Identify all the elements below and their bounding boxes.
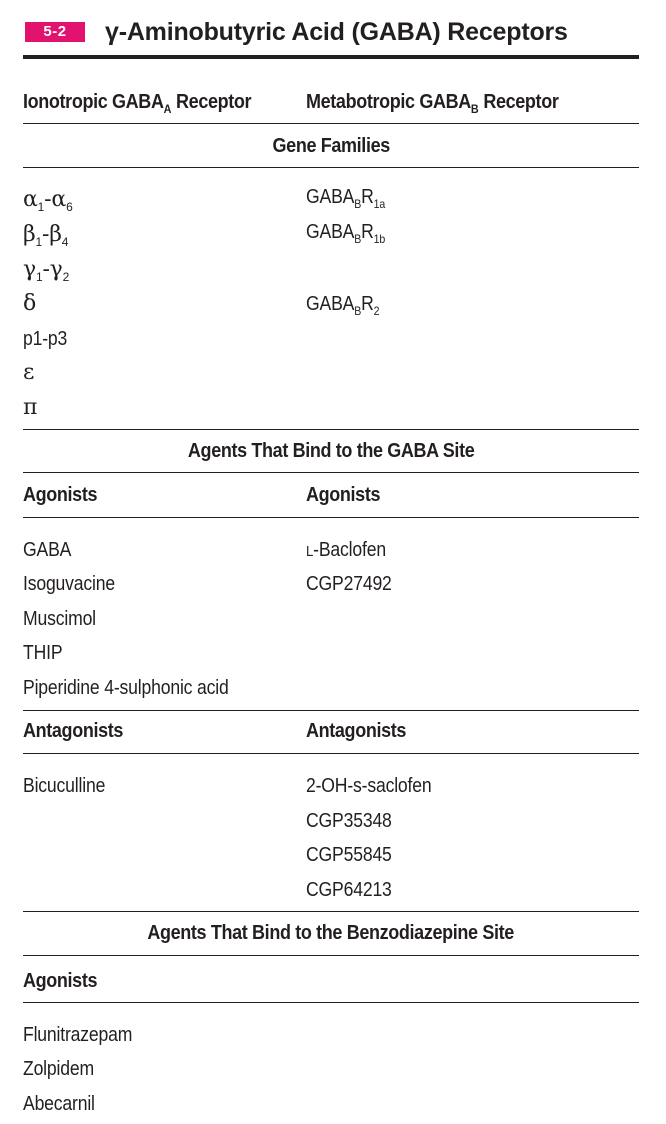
subunit-pi: π xyxy=(23,395,38,420)
subunit-gamma: γ1-γ2 xyxy=(23,257,70,284)
subunit-epsilon: ε xyxy=(23,360,35,385)
column-header-metabotropic: Metabotropic GABAB Receptor xyxy=(306,91,559,116)
subunit-beta: β1-β4 xyxy=(23,222,69,249)
agonists-header-ionotropic: Agonists xyxy=(23,484,98,506)
benzo-agonist-item: Zolpidem xyxy=(23,1058,94,1080)
divider xyxy=(23,123,639,124)
column-header-ionotropic: Ionotropic GABAA Receptor xyxy=(23,91,252,116)
antagonist-item: CGP64213 xyxy=(306,879,392,901)
section-header-gene-families: Gene Families xyxy=(272,135,390,157)
section-header-benzodiazepine-site: Agents That Bind to the Benzodiazepine S… xyxy=(147,922,515,944)
antagonists-header-metabotropic: Antagonists xyxy=(306,720,407,742)
divider xyxy=(23,710,639,711)
subunit-gabab-r1b: GABABR1b xyxy=(306,221,386,246)
antagonist-item: CGP55845 xyxy=(306,844,392,866)
subunit-rho: p1-p3 xyxy=(23,328,68,350)
divider xyxy=(23,753,639,754)
agonists-header-metabotropic: Agonists xyxy=(306,484,381,506)
divider xyxy=(23,472,639,473)
antagonist-item: 2-OH-s-saclofen xyxy=(306,775,432,797)
table-number-badge: 5-2 xyxy=(25,22,85,42)
benzo-agonist-item: Flunitrazepam xyxy=(23,1024,133,1046)
antagonists-header-ionotropic: Antagonists xyxy=(23,720,124,742)
title-rule xyxy=(23,55,639,59)
benzo-agonist-item: Abecarnil xyxy=(23,1093,95,1115)
divider xyxy=(23,955,639,956)
divider xyxy=(23,1002,639,1003)
antagonist-item: CGP35348 xyxy=(306,810,392,832)
divider xyxy=(23,517,639,518)
benzo-agonists-header: Agonists xyxy=(23,970,98,992)
subunit-alpha: α1-α6 xyxy=(23,187,73,214)
divider xyxy=(23,429,639,430)
subunit-gabab-r2: GABABR2 xyxy=(306,293,380,318)
agonist-item: THIP xyxy=(23,642,63,664)
table-title: γ-Aminobutyric Acid (GABA) Receptors xyxy=(105,18,568,46)
divider xyxy=(23,167,639,168)
subunit-gabab-r1a: GABABR1a xyxy=(306,186,386,211)
agonist-item: CGP27492 xyxy=(306,573,392,595)
section-header-gaba-site: Agents That Bind to the GABA Site xyxy=(187,440,475,462)
agonist-item: GABA xyxy=(23,539,72,561)
agonist-item-baclofen: L-Baclofen xyxy=(306,539,386,561)
agonist-item: Piperidine 4-sulphonic acid xyxy=(23,677,229,699)
agonist-item: Isoguvacine xyxy=(23,573,116,595)
table-title-row: 5-2 γ-Aminobutyric Acid (GABA) Receptors xyxy=(23,14,639,54)
agonist-item: Muscimol xyxy=(23,608,96,630)
divider xyxy=(23,911,639,912)
antagonist-item: Bicuculline xyxy=(23,775,106,797)
subunit-delta: δ xyxy=(23,291,37,316)
table-page: 5-2 γ-Aminobutyric Acid (GABA) Receptors… xyxy=(23,0,639,1124)
